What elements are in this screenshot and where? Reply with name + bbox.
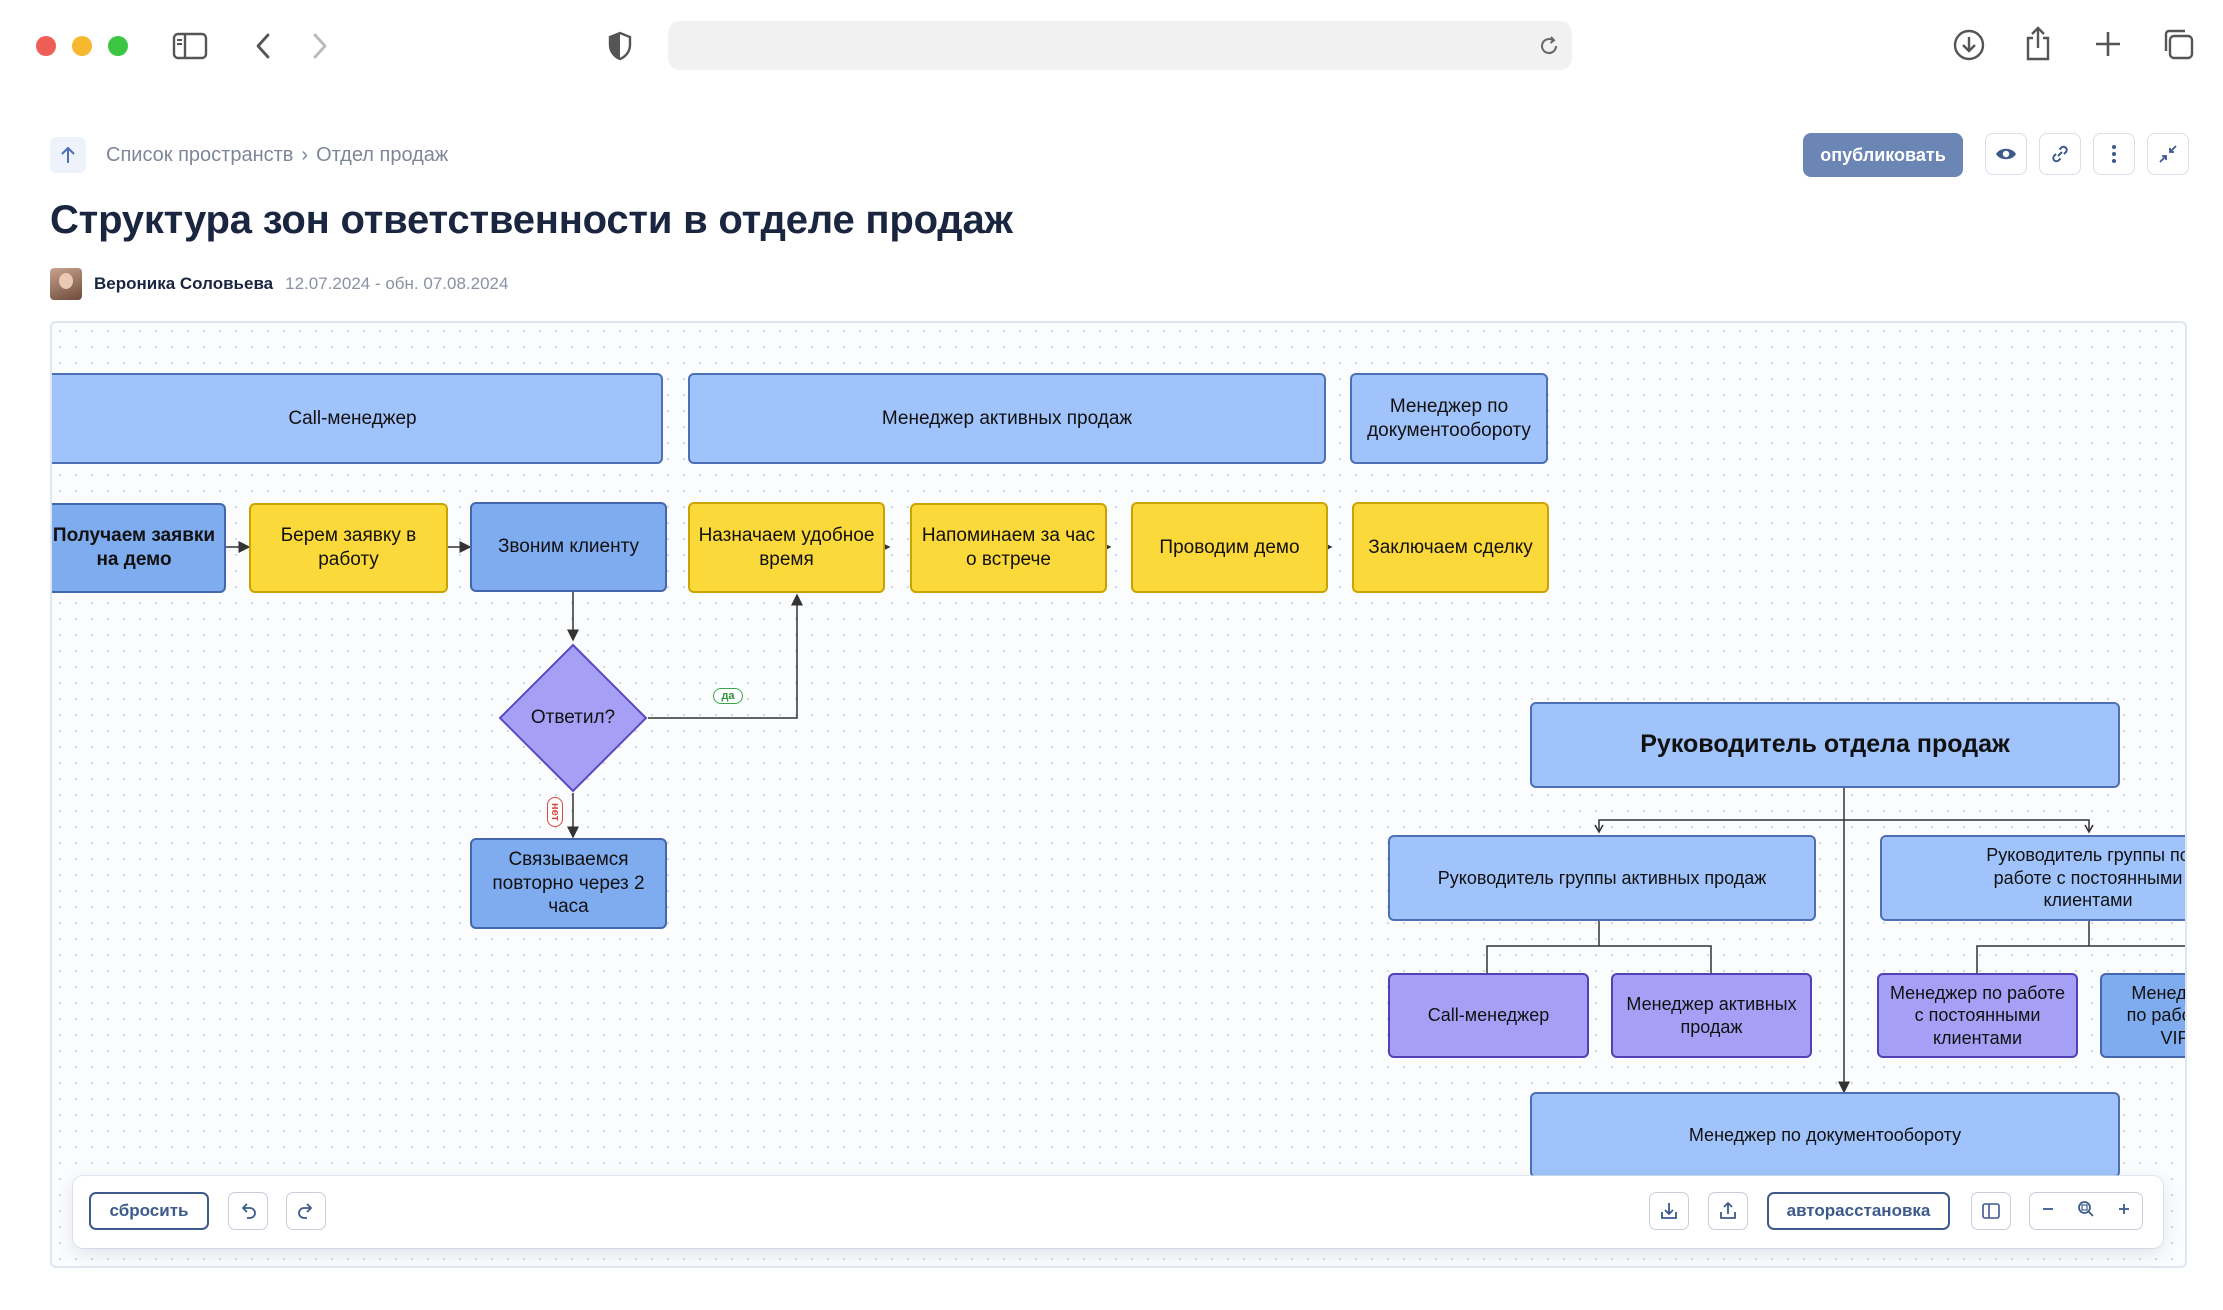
- auto-layout-button[interactable]: авторасстановка: [1767, 1192, 1950, 1230]
- reload-icon[interactable]: [1536, 33, 1562, 59]
- zoom-fit-icon[interactable]: [2077, 1200, 2095, 1223]
- breadcrumb-link-spaces[interactable]: Список пространств: [106, 143, 294, 166]
- org-docs-manager[interactable]: Менеджер по документообороту: [1530, 1092, 2120, 1178]
- undo-icon[interactable]: [228, 1192, 268, 1230]
- breadcrumb-link-sales[interactable]: Отдел продаж: [316, 143, 449, 166]
- upload-icon[interactable]: [1708, 1192, 1748, 1230]
- reset-button[interactable]: сбросить: [89, 1192, 209, 1230]
- more-vertical-icon[interactable]: [2093, 133, 2135, 175]
- zoom-in-icon[interactable]: [2117, 1202, 2131, 1221]
- collapse-icon[interactable]: [2147, 133, 2189, 175]
- edge-label-no: нет: [547, 797, 563, 827]
- address-bar[interactable]: [668, 21, 1572, 70]
- diagram-canvas[interactable]: Call-менеджер Менеджер активных продаж М…: [50, 321, 2187, 1268]
- breadcrumb-separator: ›: [301, 143, 309, 166]
- flow-remind[interactable]: Напоминаем за час о встрече: [910, 503, 1107, 593]
- window-zoom-button[interactable]: [108, 36, 128, 56]
- org-head-of-sales[interactable]: Руководитель отдела продаж: [1530, 702, 2120, 788]
- panel-icon[interactable]: [1971, 1192, 2011, 1230]
- lane-call-manager[interactable]: Call-менеджер: [52, 373, 663, 464]
- org-call-manager[interactable]: Call-менеджер: [1388, 973, 1589, 1058]
- org-regular-clients-manager[interactable]: Менеджер по работе с постоянными клиента…: [1877, 973, 2078, 1058]
- flow-close-deal[interactable]: Заключаем сделку: [1352, 502, 1549, 593]
- tabs-overview-icon[interactable]: [2160, 26, 2196, 62]
- flow-decision-label: Ответил?: [530, 707, 616, 728]
- avatar: [50, 268, 82, 300]
- lane-docs-manager[interactable]: Менеджер по документообороту: [1350, 373, 1548, 464]
- flow-take-request[interactable]: Берем заявку в работу: [249, 503, 448, 593]
- zoom-out-icon[interactable]: [2041, 1202, 2055, 1221]
- download-icon[interactable]: [1649, 1192, 1689, 1230]
- dates-text: 12.07.2024 - обн. 07.08.2024: [285, 274, 509, 293]
- forward-icon[interactable]: [307, 28, 333, 64]
- org-regular-clients-lead[interactable]: Руководитель группы по работе с постоянн…: [1880, 835, 2185, 921]
- link-icon[interactable]: [2039, 133, 2081, 175]
- breadcrumb: Список пространств › Отдел продаж: [50, 137, 448, 173]
- flow-decision-shape[interactable]: [498, 643, 648, 793]
- flow-demo[interactable]: Проводим демо: [1131, 502, 1328, 593]
- redo-icon[interactable]: [286, 1192, 326, 1230]
- flow-schedule-time[interactable]: Назначаем удобное время: [688, 502, 885, 593]
- canvas-toolbar: сбросить авторасстановка: [73, 1176, 2163, 1248]
- shield-icon[interactable]: [606, 28, 634, 64]
- download-icon[interactable]: [1950, 26, 1988, 64]
- page-title: Структура зон ответственности в отделе п…: [50, 198, 1013, 242]
- eye-icon[interactable]: [1985, 133, 2027, 175]
- back-icon[interactable]: [250, 28, 276, 64]
- lane-active-sales-manager[interactable]: Менеджер активных продаж: [688, 373, 1326, 464]
- sidebar-icon[interactable]: [170, 28, 210, 64]
- share-icon[interactable]: [2022, 24, 2054, 64]
- org-vip-manager[interactable]: Менеджер по работе с VIP: [2100, 973, 2185, 1058]
- edge-label-yes: да: [713, 688, 743, 704]
- flow-receive-requests[interactable]: Получаем заявки на демо: [52, 503, 226, 593]
- browser-toolbar: [0, 0, 2223, 92]
- publish-button[interactable]: опубликовать: [1803, 133, 1963, 177]
- author-name[interactable]: Вероника Соловьева: [94, 274, 274, 293]
- org-active-sales-manager[interactable]: Менеджер активных продаж: [1611, 973, 1812, 1058]
- author-meta: Вероника Соловьева 12.07.2024 - обн. 07.…: [50, 268, 508, 300]
- new-tab-icon[interactable]: [2092, 28, 2124, 60]
- flow-call-client[interactable]: Звоним клиенту: [470, 502, 667, 592]
- zoom-controls: [2029, 1192, 2143, 1230]
- org-active-sales-lead[interactable]: Руководитель группы активных продаж: [1388, 835, 1816, 921]
- flow-recall[interactable]: Связываемся повторно через 2 часа: [470, 838, 667, 929]
- arrow-up-icon[interactable]: [50, 137, 86, 173]
- window-minimize-button[interactable]: [72, 36, 92, 56]
- window-close-button[interactable]: [36, 36, 56, 56]
